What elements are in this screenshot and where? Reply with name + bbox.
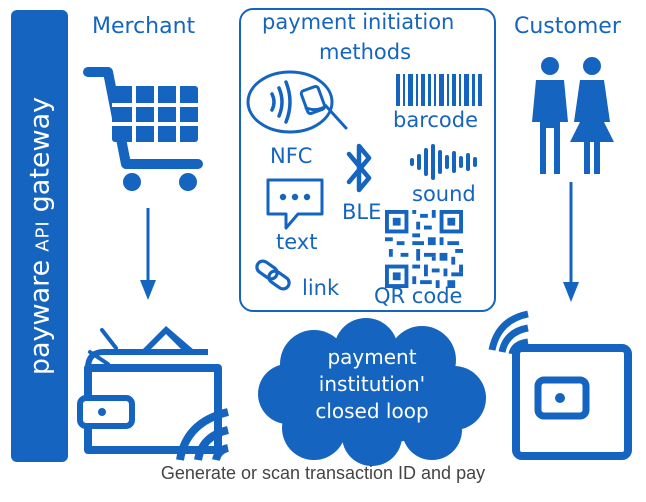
customer-label: Customer: [514, 14, 621, 39]
sound-wave-icon: [410, 144, 477, 180]
sidebar-banner: payware API gateway: [11, 10, 68, 462]
merchant-down-arrow: [140, 208, 156, 300]
qr-code-label: QR code: [374, 284, 463, 308]
merchant-label: Merchant: [92, 14, 196, 39]
nfc-label: NFC: [270, 144, 313, 168]
payment-methods-panel: [239, 8, 496, 312]
merchant-wallet-icon: [77, 326, 230, 461]
barcode-icon: [396, 74, 482, 106]
barcode-label: barcode: [393, 108, 479, 132]
nfc-tap-icon: [246, 70, 348, 134]
customer-down-arrow: [563, 182, 579, 302]
cloud-line-2: institution': [318, 372, 426, 396]
link-label: link: [302, 276, 340, 300]
customers-icon: [532, 57, 614, 174]
shopping-cart-icon: [83, 67, 203, 191]
brand-name: payware: [24, 259, 55, 376]
methods-title-line2: methods: [319, 40, 412, 64]
bluetooth-icon: [346, 143, 372, 193]
customer-wallet-icon: [488, 310, 632, 460]
cloud-line-3: closed loop: [315, 399, 429, 423]
methods-title-line1: payment initiation: [262, 10, 455, 34]
product-name: API: [32, 220, 53, 252]
text-label: text: [276, 230, 318, 254]
cloud-label: payment institution' closed loop: [272, 344, 472, 425]
sidebar-title: payware API gateway: [24, 97, 55, 375]
sound-label: sound: [412, 182, 476, 206]
qr-code-icon: [385, 210, 463, 288]
diagram-caption: Generate or scan transaction ID and pay: [160, 463, 486, 483]
link-icon: [255, 259, 291, 291]
ble-label: BLE: [342, 200, 382, 224]
product-suffix: gateway: [24, 96, 55, 213]
cloud-line-1: payment: [327, 345, 417, 369]
closed-loop-cloud: [258, 318, 486, 466]
chat-message-icon: [266, 178, 324, 230]
